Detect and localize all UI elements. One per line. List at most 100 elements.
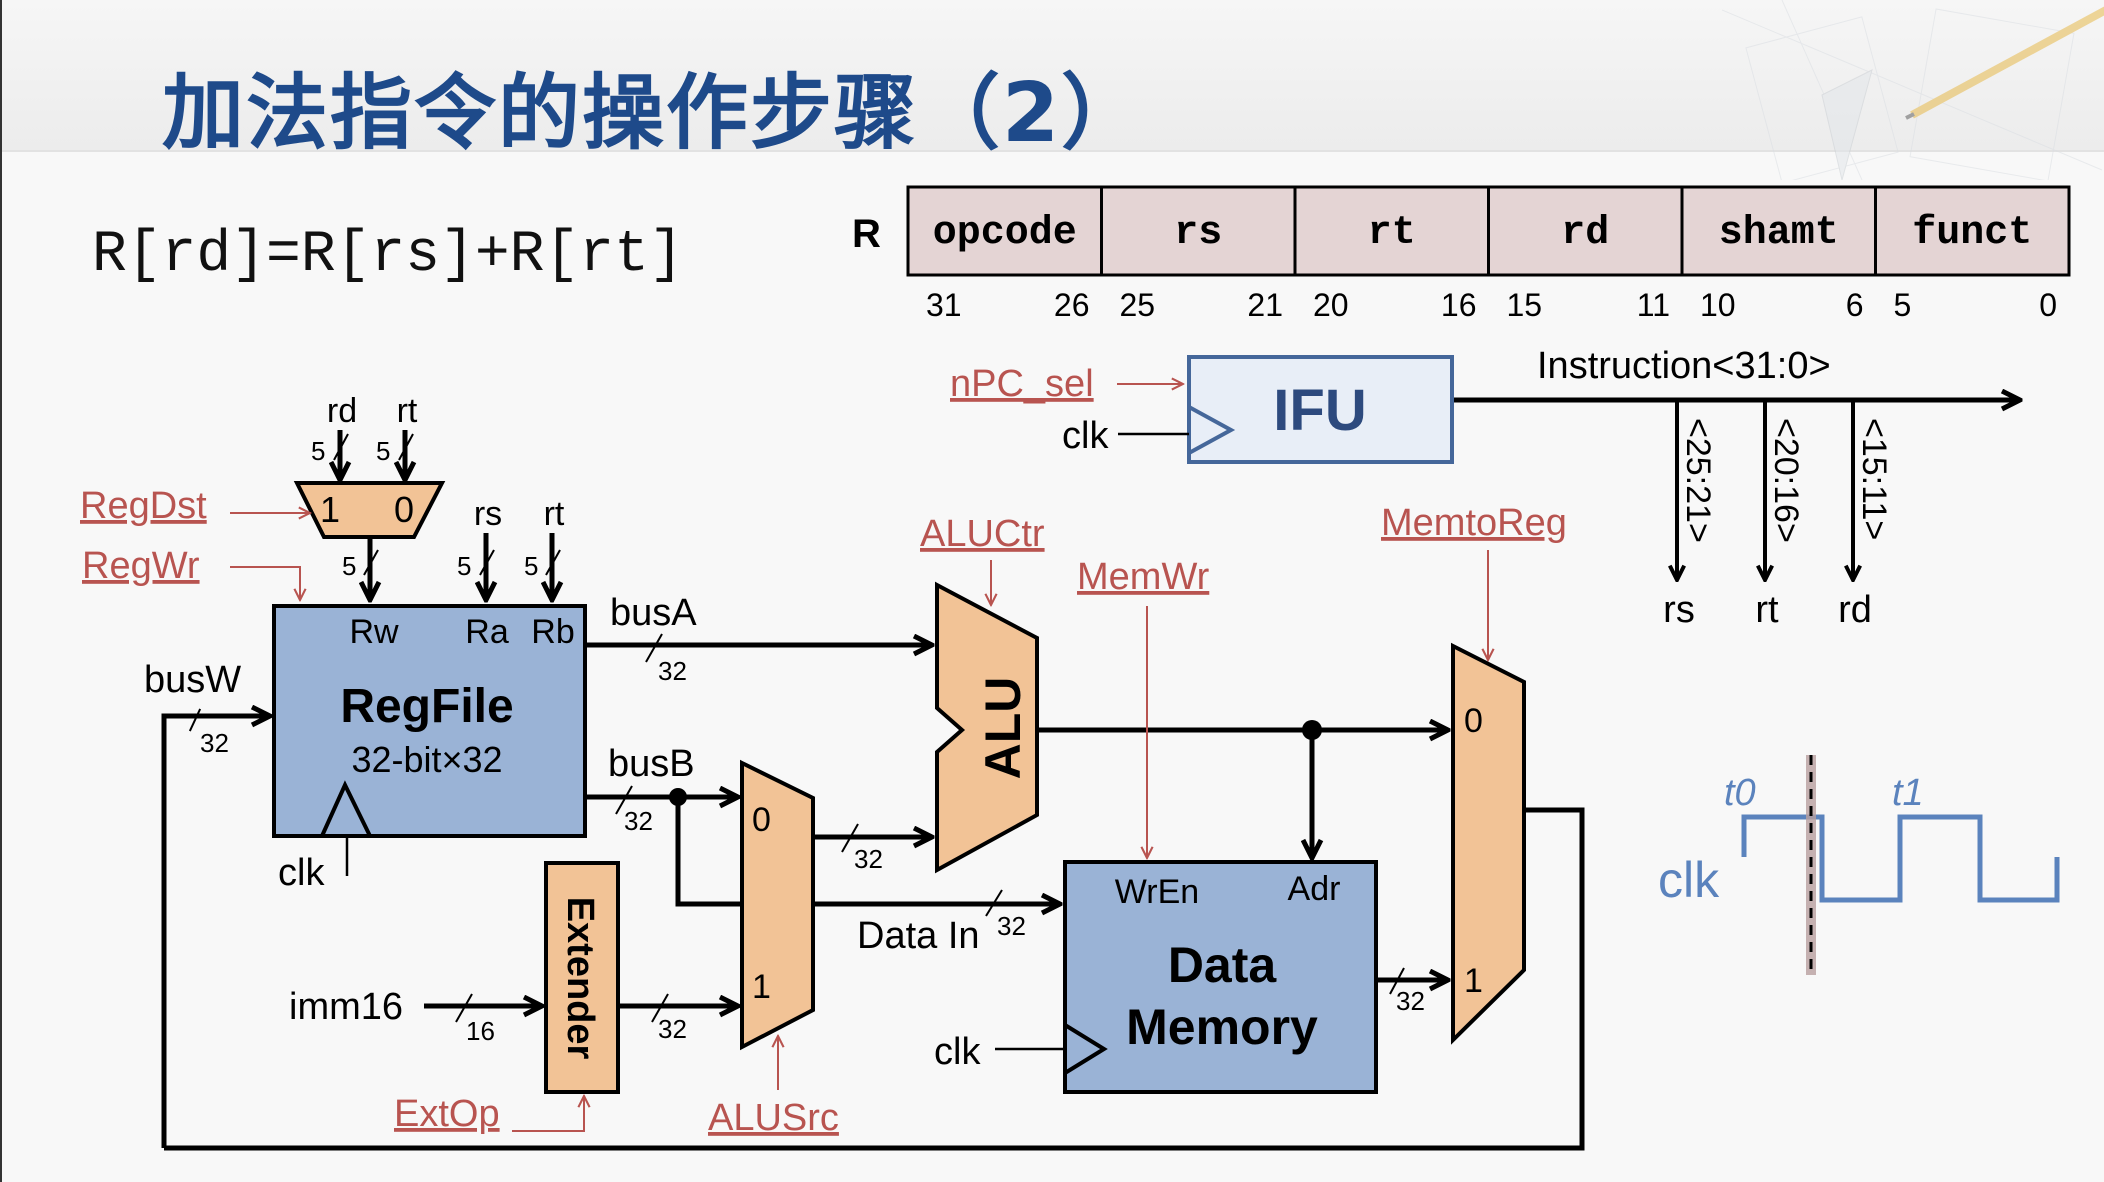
busa-label: busA	[610, 592, 697, 634]
instruction-split-name: rd	[1838, 589, 1872, 631]
regfile-rw-port: Rw	[349, 613, 399, 651]
format-field-rt	[1293, 185, 1490, 277]
data-memory-block	[1063, 860, 1378, 1094]
format-bit-high: 5	[1894, 287, 1912, 323]
data-in-label: Data In	[857, 915, 980, 957]
formula: R[rd]=R[rs]+R[rt]	[92, 223, 684, 288]
format-bit-low: 26	[1054, 287, 1090, 323]
regdst-mux-input-0-label: 0	[394, 489, 414, 530]
regfile-ra-port: Ra	[465, 613, 509, 651]
rb-width-tick	[545, 549, 561, 576]
format-bit-high: 25	[1120, 287, 1156, 323]
npc-sel-signal[interactable]: nPC_sel	[950, 363, 1094, 405]
busa-width-tick	[645, 633, 663, 663]
ra-width-tick	[479, 549, 495, 576]
format-bit-high: 20	[1313, 287, 1349, 323]
format-bit-low: 16	[1441, 287, 1477, 323]
format-bit-high: 15	[1507, 287, 1543, 323]
instruction-split-name: rt	[1755, 589, 1779, 631]
alu-b-width-label: 32	[854, 844, 883, 874]
imm16-width-tick	[455, 993, 473, 1023]
regdst-signal[interactable]: RegDst	[80, 485, 207, 527]
busb-width-label: 32	[624, 806, 653, 836]
busb-label: busB	[608, 743, 695, 785]
data-memory-clk-label: clk	[934, 1031, 981, 1073]
busw-wire	[161, 716, 270, 1148]
busw-width-label: 32	[200, 728, 229, 758]
format-field-label: rt	[1368, 211, 1416, 256]
aluctr-signal[interactable]: ALUCtr	[920, 513, 1045, 555]
page-title: 加法指令的操作步骤（2）	[162, 66, 1146, 161]
regdst-mux	[293, 481, 446, 539]
clock-waveform: clk t0 t1	[1658, 755, 2060, 975]
rd-width-label: 5	[311, 436, 325, 466]
format-field-rd	[1487, 185, 1684, 277]
clock-t1-label: t1	[1892, 772, 1924, 814]
drafting-tools-decoration	[1722, 0, 2104, 180]
format-field-label: funct	[1912, 211, 2032, 256]
ext-out-width-tick	[651, 993, 669, 1023]
format-field-label: rd	[1561, 211, 1609, 256]
busw-width-tick	[188, 708, 202, 732]
data-in-width-tick	[985, 889, 1003, 917]
regfile-clk-label: clk	[278, 852, 325, 894]
instruction-label: Instruction<31:0>	[1537, 345, 1831, 387]
regfile-subtitle: 32-bit×32	[351, 739, 502, 780]
format-field-label: rs	[1174, 211, 1222, 256]
alu-label: ALU	[975, 677, 1031, 780]
data-memory-adr-port: Adr	[1288, 870, 1341, 908]
rb-width-label: 5	[524, 551, 538, 581]
memtoreg-signal[interactable]: MemtoReg	[1381, 502, 1567, 544]
ra-width-label: 5	[457, 551, 471, 581]
ifu-block	[1187, 355, 1454, 464]
regfile-rt-label: rt	[544, 495, 565, 533]
mem-out-width-label: 32	[1396, 986, 1425, 1016]
regfile-rs-label: rs	[474, 495, 502, 533]
memtoreg-mux-input-0-label: 0	[1464, 702, 1483, 740]
extop-signal[interactable]: ExtOp	[394, 1093, 500, 1135]
ext-out-width-label: 32	[658, 1014, 687, 1044]
writeback-wire	[164, 807, 1585, 1151]
data-memory-wren-port: WrEn	[1115, 873, 1199, 911]
format-bit-low: 6	[1846, 287, 1864, 323]
busw-label: busW	[144, 659, 241, 701]
extender-label: Extender	[559, 897, 601, 1060]
regfile-clock-triangle-icon	[320, 780, 372, 837]
instruction-split-range: <15:11>	[1855, 418, 1893, 540]
alusrc-mux-input-1-label: 1	[752, 968, 771, 1006]
regdst-mux-input-1-label: 1	[320, 489, 340, 530]
clock-signal-line	[1741, 814, 2060, 903]
ifu-clk-label: clk	[1062, 415, 1109, 457]
instruction-split-range: <20:16>	[1767, 418, 1805, 543]
instruction-split-range: <25:21>	[1679, 418, 1717, 543]
format-field-label: opcode	[933, 211, 1077, 256]
regdst-mux-rd-label: rd	[327, 392, 357, 430]
regfile-block	[272, 604, 587, 838]
memwr-signal[interactable]: MemWr	[1077, 556, 1210, 598]
memtoreg-mux	[1451, 642, 1526, 1045]
regwr-signal[interactable]: RegWr	[82, 545, 200, 587]
clock-t0-label: t0	[1724, 772, 1756, 814]
data-in-width-label: 32	[997, 911, 1026, 941]
alusrc-signal[interactable]: ALUSrc	[708, 1097, 839, 1139]
instruction-splits: <25:21>rs<20:16>rt<15:11>rd	[1663, 400, 1893, 631]
rt-width-label: 5	[376, 436, 390, 466]
busb-width-tick	[615, 785, 633, 815]
rw-width-tick	[363, 549, 379, 576]
imm16-width-label: 16	[466, 1016, 495, 1046]
regwr-arrow	[230, 566, 300, 600]
format-field-opcode	[906, 185, 1103, 277]
alusrc-mux	[740, 759, 815, 1051]
format-bit-low: 11	[1637, 287, 1670, 323]
regfile-rb-port: Rb	[531, 613, 574, 651]
busa-width-label: 32	[658, 656, 687, 686]
extop-arrow	[512, 1096, 584, 1132]
memtoreg-mux-input-1-label: 1	[1464, 962, 1483, 1000]
regdst-mux-rt-label: rt	[397, 392, 418, 430]
format-bit-low: 0	[2039, 287, 2057, 323]
format-type-label: R	[852, 212, 881, 256]
alusrc-mux-input-0-label: 0	[752, 801, 771, 839]
